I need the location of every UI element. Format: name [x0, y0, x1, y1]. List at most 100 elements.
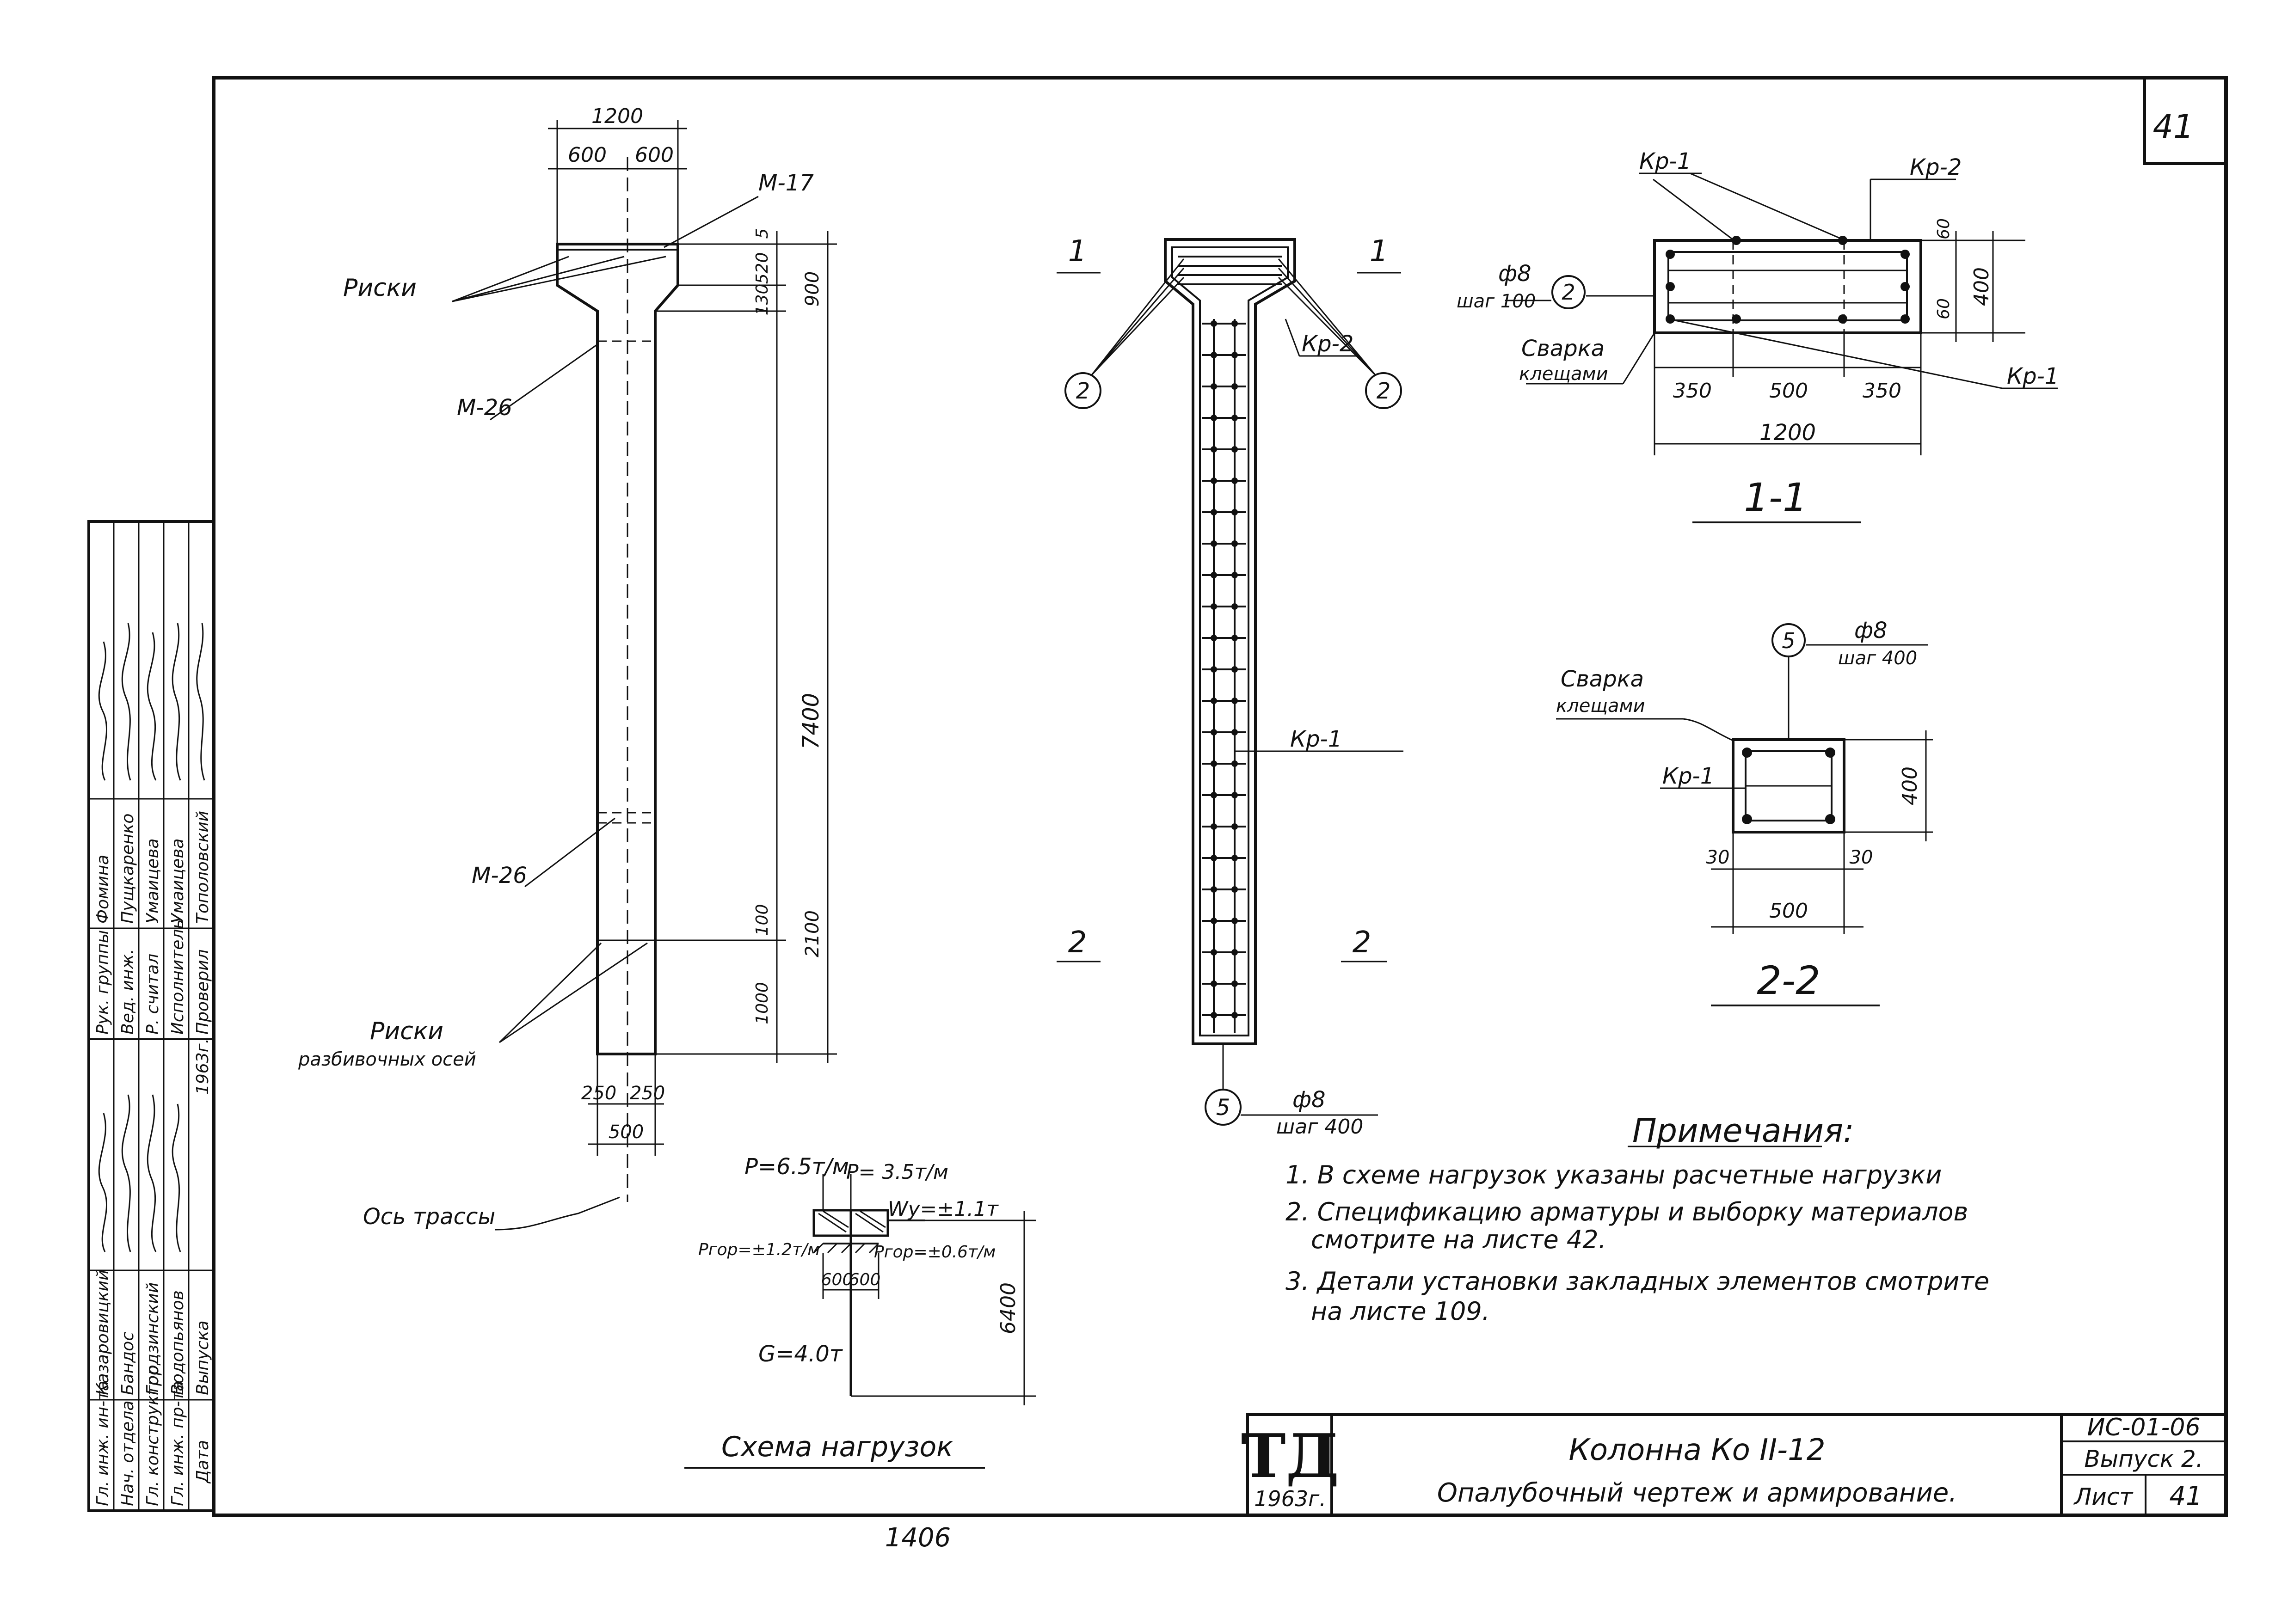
dim-r-520: 520 [753, 252, 772, 284]
callout-5: 5 [1216, 1095, 1230, 1121]
dim-r-5: 5 [753, 228, 772, 239]
dim-60-top: 60 [1934, 218, 1953, 239]
section-mark-1-right: 1 [1370, 234, 1389, 269]
label-m26-bottom: M-26 [472, 863, 527, 889]
section-2-2-bars [1742, 748, 1835, 824]
callout-2-section: 2 [1562, 280, 1575, 305]
rebar-dot [1838, 236, 1847, 245]
stamp-name-left-4: Водопьянов [168, 1290, 187, 1395]
label-route-axis: Ось трассы [363, 1204, 495, 1230]
logo-year: 1963г. [1254, 1486, 1326, 1511]
dim-r-900: 900 [802, 271, 823, 306]
rebar-dot [1231, 478, 1238, 484]
dim-30-right: 30 [1850, 847, 1873, 868]
label-kr2: Кр-2 [1302, 331, 1353, 357]
rebar-dot [1231, 415, 1238, 421]
rebar-dot [1900, 314, 1910, 324]
stamp-name-right-3: Умаицева [143, 839, 162, 924]
dim-350-right: 350 [1863, 379, 1901, 403]
load-scheme-title: Схема нагрузок [721, 1431, 953, 1463]
dim-r-1000: 1000 [753, 982, 772, 1024]
bottom-handwritten-number: 1406 [885, 1523, 951, 1553]
rebar-dot [1211, 603, 1217, 610]
dim-height-s22: 400 [1898, 766, 1922, 805]
stamp-role-right-3: Р. считал [143, 954, 162, 1035]
rebar-dot [1231, 855, 1238, 861]
stamp-role-left-1: Гл. инж. ин-та [93, 1381, 112, 1506]
sheet-frame [212, 76, 2228, 1517]
rebar-dot [1231, 949, 1238, 956]
rebar-dot [1211, 540, 1217, 547]
load-pgor-left: Pгор=±1.2т/м [698, 1240, 820, 1259]
stamp-role-left-2: Нач. отдела [118, 1401, 137, 1506]
rebar-dot [1838, 314, 1847, 324]
rebar-dot [1211, 981, 1217, 987]
label-welding-2-s22: клещами [1556, 695, 1645, 717]
dim-600-right-ls: 600 [849, 1270, 881, 1289]
rebar-diameter-s11: ф8 [1498, 261, 1531, 287]
rebar-dot [1732, 314, 1741, 324]
rebar-dot [1231, 509, 1238, 515]
dim-500-s11: 500 [1769, 379, 1808, 403]
rebar-step-s22: шаг 400 [1838, 648, 1917, 669]
rebar-dot [1231, 792, 1238, 798]
approval-stamp: Гл. инж. ин-та Нач. отдела Гл. конструкт… [87, 520, 215, 1512]
corner-sheet-number: 41 [2153, 108, 2194, 146]
rebar-dot [1211, 352, 1217, 358]
notes-heading: Примечания: [1632, 1112, 1854, 1150]
rebar-dot [1211, 509, 1217, 515]
stamp-role-left-4: Гл. инж. пр-та [168, 1381, 187, 1506]
rebar-dot [1211, 478, 1217, 484]
rebar-dot [1211, 792, 1217, 798]
rebar-dot [1231, 446, 1238, 453]
callout-2-left: 2 [1076, 378, 1090, 404]
label-welding-2-s11: клещами [1519, 363, 1608, 385]
rebar-dot [1211, 886, 1217, 893]
section-mark-1-left: 1 [1068, 234, 1087, 269]
rebar-dot [1825, 814, 1835, 824]
stamp-name-right-1: Фомина [93, 855, 112, 924]
rebar-dot [1666, 282, 1675, 291]
stamp-name-left-1: Казаровицкий [93, 1270, 112, 1395]
section-mark-2-right: 2 [1353, 925, 1371, 960]
rebar-dot [1231, 729, 1238, 735]
dim-top-right: 600 [635, 143, 674, 167]
rebar-dot [1231, 981, 1238, 987]
rebar-step-s11: шаг 100 [1457, 291, 1536, 312]
rebar-dot [1666, 314, 1675, 324]
dim-width-s22: 500 [1769, 899, 1808, 923]
rebar-dot [1211, 666, 1217, 673]
dim-top-left: 600 [568, 143, 607, 167]
rebar-dot [1211, 823, 1217, 830]
stamp-name-left-2: Бандос [118, 1332, 137, 1395]
rebar-dot [1900, 250, 1910, 259]
dim-r-2100: 2100 [802, 910, 823, 957]
title-block [1246, 1413, 2227, 1517]
label-kr1-right: Кр-1 [2007, 363, 2059, 389]
dim-height-s11: 400 [1970, 267, 1993, 306]
label-kr1: Кр-1 [1290, 726, 1342, 752]
title-code: ИС-01-06 [2087, 1414, 2200, 1441]
title-line-2: Опалубочный чертеж и армирование. [1437, 1478, 1957, 1508]
load-w: Wy=±1.1т [888, 1197, 999, 1221]
load-scheme [684, 1174, 1036, 1469]
rebar-dot [1211, 446, 1217, 453]
dim-bottom-total: 500 [609, 1121, 644, 1143]
dim-r-100: 100 [753, 904, 772, 936]
notes-line-4: 3. Детали установки закладных элементов … [1285, 1267, 1989, 1296]
section-2-2 [1556, 623, 1933, 1006]
section-1-1-title: 1-1 [1744, 475, 1807, 520]
label-riski: Риски [343, 274, 417, 302]
stamp-role-right-4: Исполнитель [168, 919, 187, 1035]
rebar-dot [1211, 698, 1217, 704]
stamp-role-left-3: Гл. конструктор [143, 1365, 162, 1506]
rebar-dot [1231, 572, 1238, 578]
rebar-diameter: ф8 [1292, 1087, 1326, 1113]
load-pgor-right: Pгор=±0.6т/м [874, 1243, 996, 1262]
stirrups-group [1202, 320, 1246, 1018]
reinforcement-elevation [1057, 238, 1403, 1126]
sheet-label: Лист [2073, 1483, 2134, 1510]
dim-top-total: 1200 [591, 104, 643, 128]
rebar-dot [1231, 1012, 1238, 1018]
stamp-role-left-5: Дата [193, 1440, 212, 1484]
